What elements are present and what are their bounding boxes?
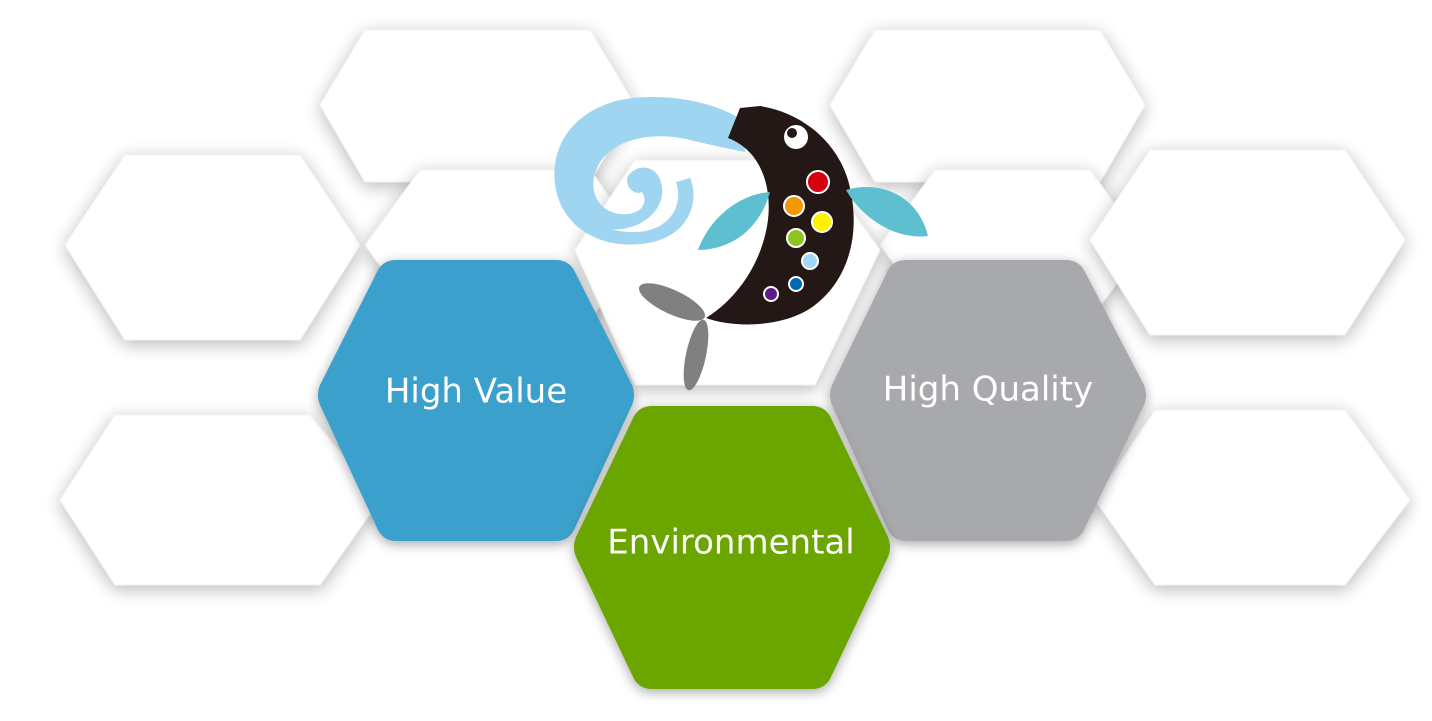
hexagon-shape [574, 406, 890, 689]
hexagon-label-high-quality: High Quality [883, 370, 1093, 410]
side-fin-left [698, 192, 770, 250]
fish-eye [784, 125, 808, 149]
ghost-hexagon [1094, 409, 1411, 586]
tail-fin-lower [683, 319, 709, 391]
hexagon-environmental: Environmental [574, 406, 890, 689]
fish-logo-icon [554, 96, 928, 391]
hexagon-high-value: High Value [318, 260, 634, 541]
hexagon-high-quality: High Quality [830, 260, 1146, 541]
tail-fin-upper [638, 283, 706, 321]
dot-light-blue [801, 252, 819, 270]
wave-spiral-outer [554, 96, 745, 245]
dot-orange [783, 195, 805, 217]
hexagon-label-environmental: Environmental [607, 523, 854, 563]
dot-yellow [811, 211, 833, 233]
ghost-hexagon [829, 29, 1146, 183]
dot-blue [788, 276, 804, 292]
fish-pupil [787, 128, 797, 138]
fish-body [706, 106, 854, 325]
hexagon-shape [318, 260, 634, 541]
ghost-hexagon [64, 154, 361, 341]
hexagon-shape [830, 260, 1146, 541]
side-fin-right [846, 187, 928, 237]
dot-purple [763, 286, 779, 302]
wave-spiral [556, 100, 745, 230]
dot-red [806, 170, 830, 194]
ghost-hexagon [1089, 149, 1406, 336]
hexagon-label-high-value: High Value [385, 372, 567, 412]
background-hexagons [59, 29, 1411, 586]
dot-green [786, 228, 806, 248]
ghost-hexagon [59, 414, 381, 586]
